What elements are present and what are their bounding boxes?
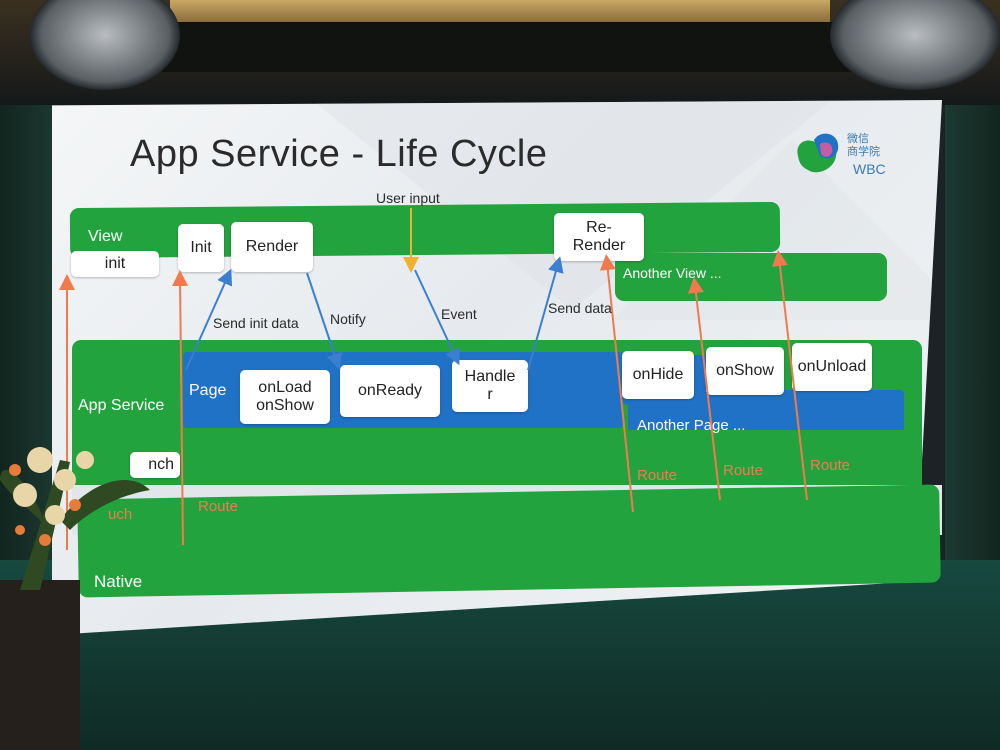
launch-box: nch bbox=[130, 452, 180, 478]
re-render-box: Re- Render bbox=[554, 213, 644, 261]
onshow-box: onShow bbox=[706, 347, 784, 395]
touch-label: uch bbox=[108, 506, 133, 523]
onload-onshow-box: onLoad onShow bbox=[240, 370, 330, 424]
notify-label: Notify bbox=[330, 311, 366, 327]
ceiling-band bbox=[120, 22, 880, 72]
brand-abbr: WBC bbox=[853, 161, 886, 177]
route-label-onhide: Route bbox=[637, 467, 678, 484]
ceiling-panel bbox=[170, 0, 830, 22]
onunload-box: onUnload bbox=[792, 343, 872, 391]
handler-box: Handle r bbox=[452, 360, 528, 412]
launch-band bbox=[72, 430, 922, 485]
app-service-label: App Service bbox=[78, 397, 165, 414]
wbc-logo-icon bbox=[797, 133, 839, 173]
page-label: Page bbox=[189, 382, 227, 399]
another-view-label: Another View ... bbox=[623, 265, 722, 281]
event-arrow bbox=[414, 269, 460, 366]
podium bbox=[0, 580, 80, 750]
brand-chinese: 微信 商学院 bbox=[847, 133, 880, 159]
send-data-arrow bbox=[527, 256, 564, 371]
send-init-data-arrow bbox=[185, 268, 233, 371]
route-label-onshow: Route bbox=[723, 462, 764, 479]
another-view-band bbox=[615, 253, 887, 301]
init-lower-box: init bbox=[71, 251, 159, 277]
route-label-onunload: Route bbox=[810, 457, 851, 474]
ceiling-light-right bbox=[830, 0, 1000, 90]
notify-arrow bbox=[306, 272, 343, 370]
route-label-left: Route bbox=[198, 498, 239, 515]
route-arrow-onshow bbox=[687, 277, 721, 501]
flower-arrangement-icon bbox=[0, 447, 150, 590]
send-init-data-label: Send init data bbox=[213, 315, 299, 331]
brand-chinese-line2: 商学院 bbox=[847, 146, 880, 159]
route-arrow-init bbox=[172, 270, 189, 546]
slide-title: App Service - Life Cycle bbox=[130, 133, 548, 175]
user-input-label: User input bbox=[376, 190, 440, 206]
send-data-label: Send data bbox=[548, 300, 612, 316]
init-box: Init bbox=[178, 224, 224, 272]
another-page-label: Another Page ... bbox=[637, 417, 746, 434]
ceiling-light-left bbox=[30, 0, 180, 90]
brand-chinese-line1: 微信 bbox=[847, 133, 869, 145]
route-arrow-onunload bbox=[771, 250, 808, 501]
render-box: Render bbox=[231, 222, 313, 272]
event-label: Event bbox=[441, 306, 477, 322]
onhide-box: onHide bbox=[622, 351, 694, 399]
native-label: Native bbox=[94, 572, 143, 591]
onready-box: onReady bbox=[340, 365, 440, 417]
route-arrow-onhide bbox=[599, 254, 634, 513]
view-label: View bbox=[88, 228, 123, 245]
